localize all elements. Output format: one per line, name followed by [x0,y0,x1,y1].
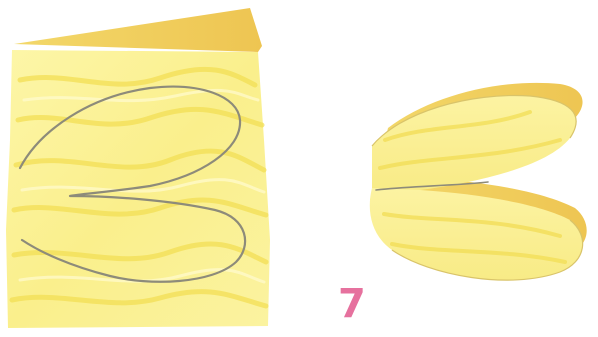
folded-card [6,8,270,328]
card-back-flap [14,8,262,52]
cut-wings [370,83,587,280]
step-number: 7 [338,284,366,324]
